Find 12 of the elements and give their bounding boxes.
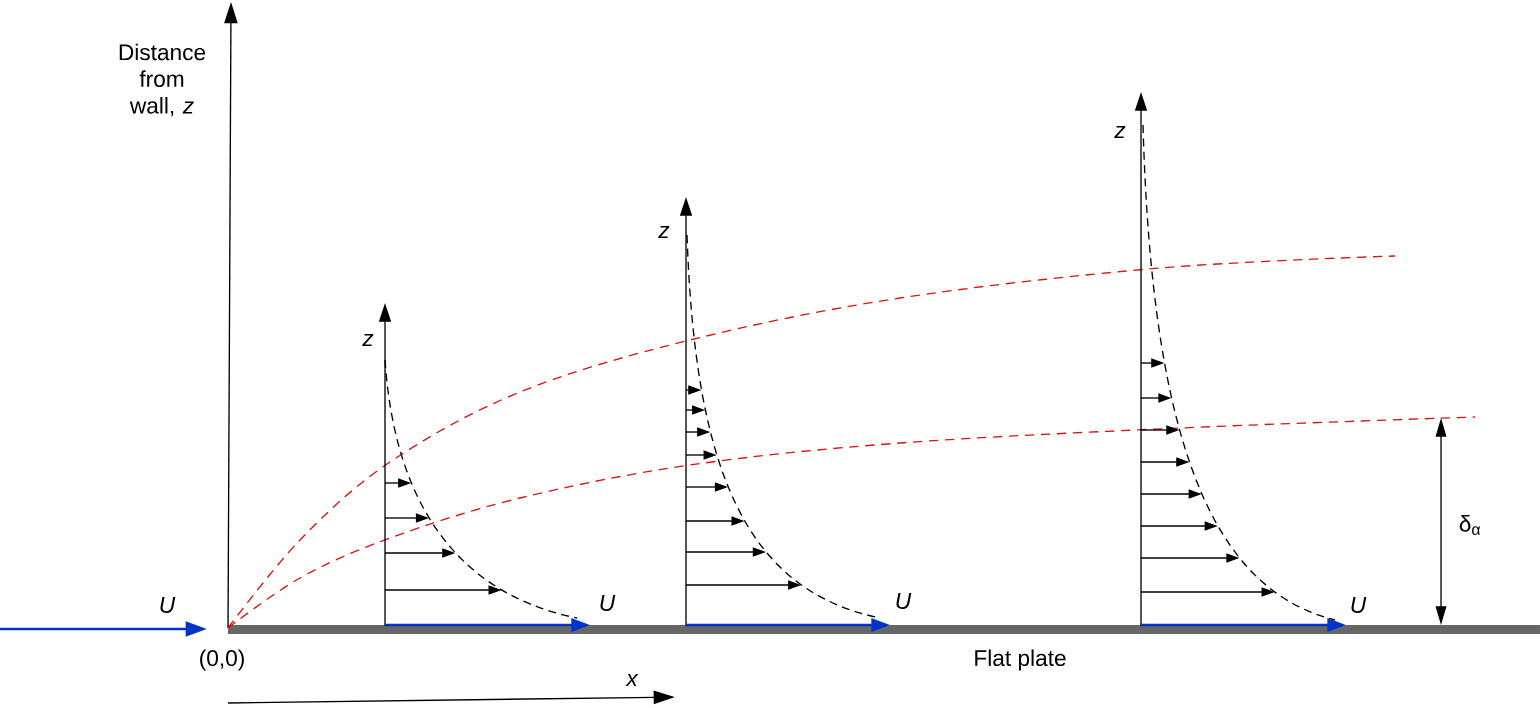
plate-label: Flat plate (975, 649, 1066, 671)
axis-label: Distance from wall, z (119, 43, 206, 117)
origin-label: (0,0) (200, 649, 244, 671)
velocity-label: U (600, 595, 616, 611)
axis-label: z (362, 334, 374, 346)
axis-label: z (658, 226, 670, 238)
thickness-label: δ$_{α}$ (1459, 515, 1481, 535)
axis-label: x (625, 674, 639, 686)
velocity-label: U (160, 597, 176, 613)
velocity-label: U (1351, 597, 1367, 613)
velocity-label: U (896, 593, 912, 609)
axis-label: z (1114, 126, 1126, 138)
